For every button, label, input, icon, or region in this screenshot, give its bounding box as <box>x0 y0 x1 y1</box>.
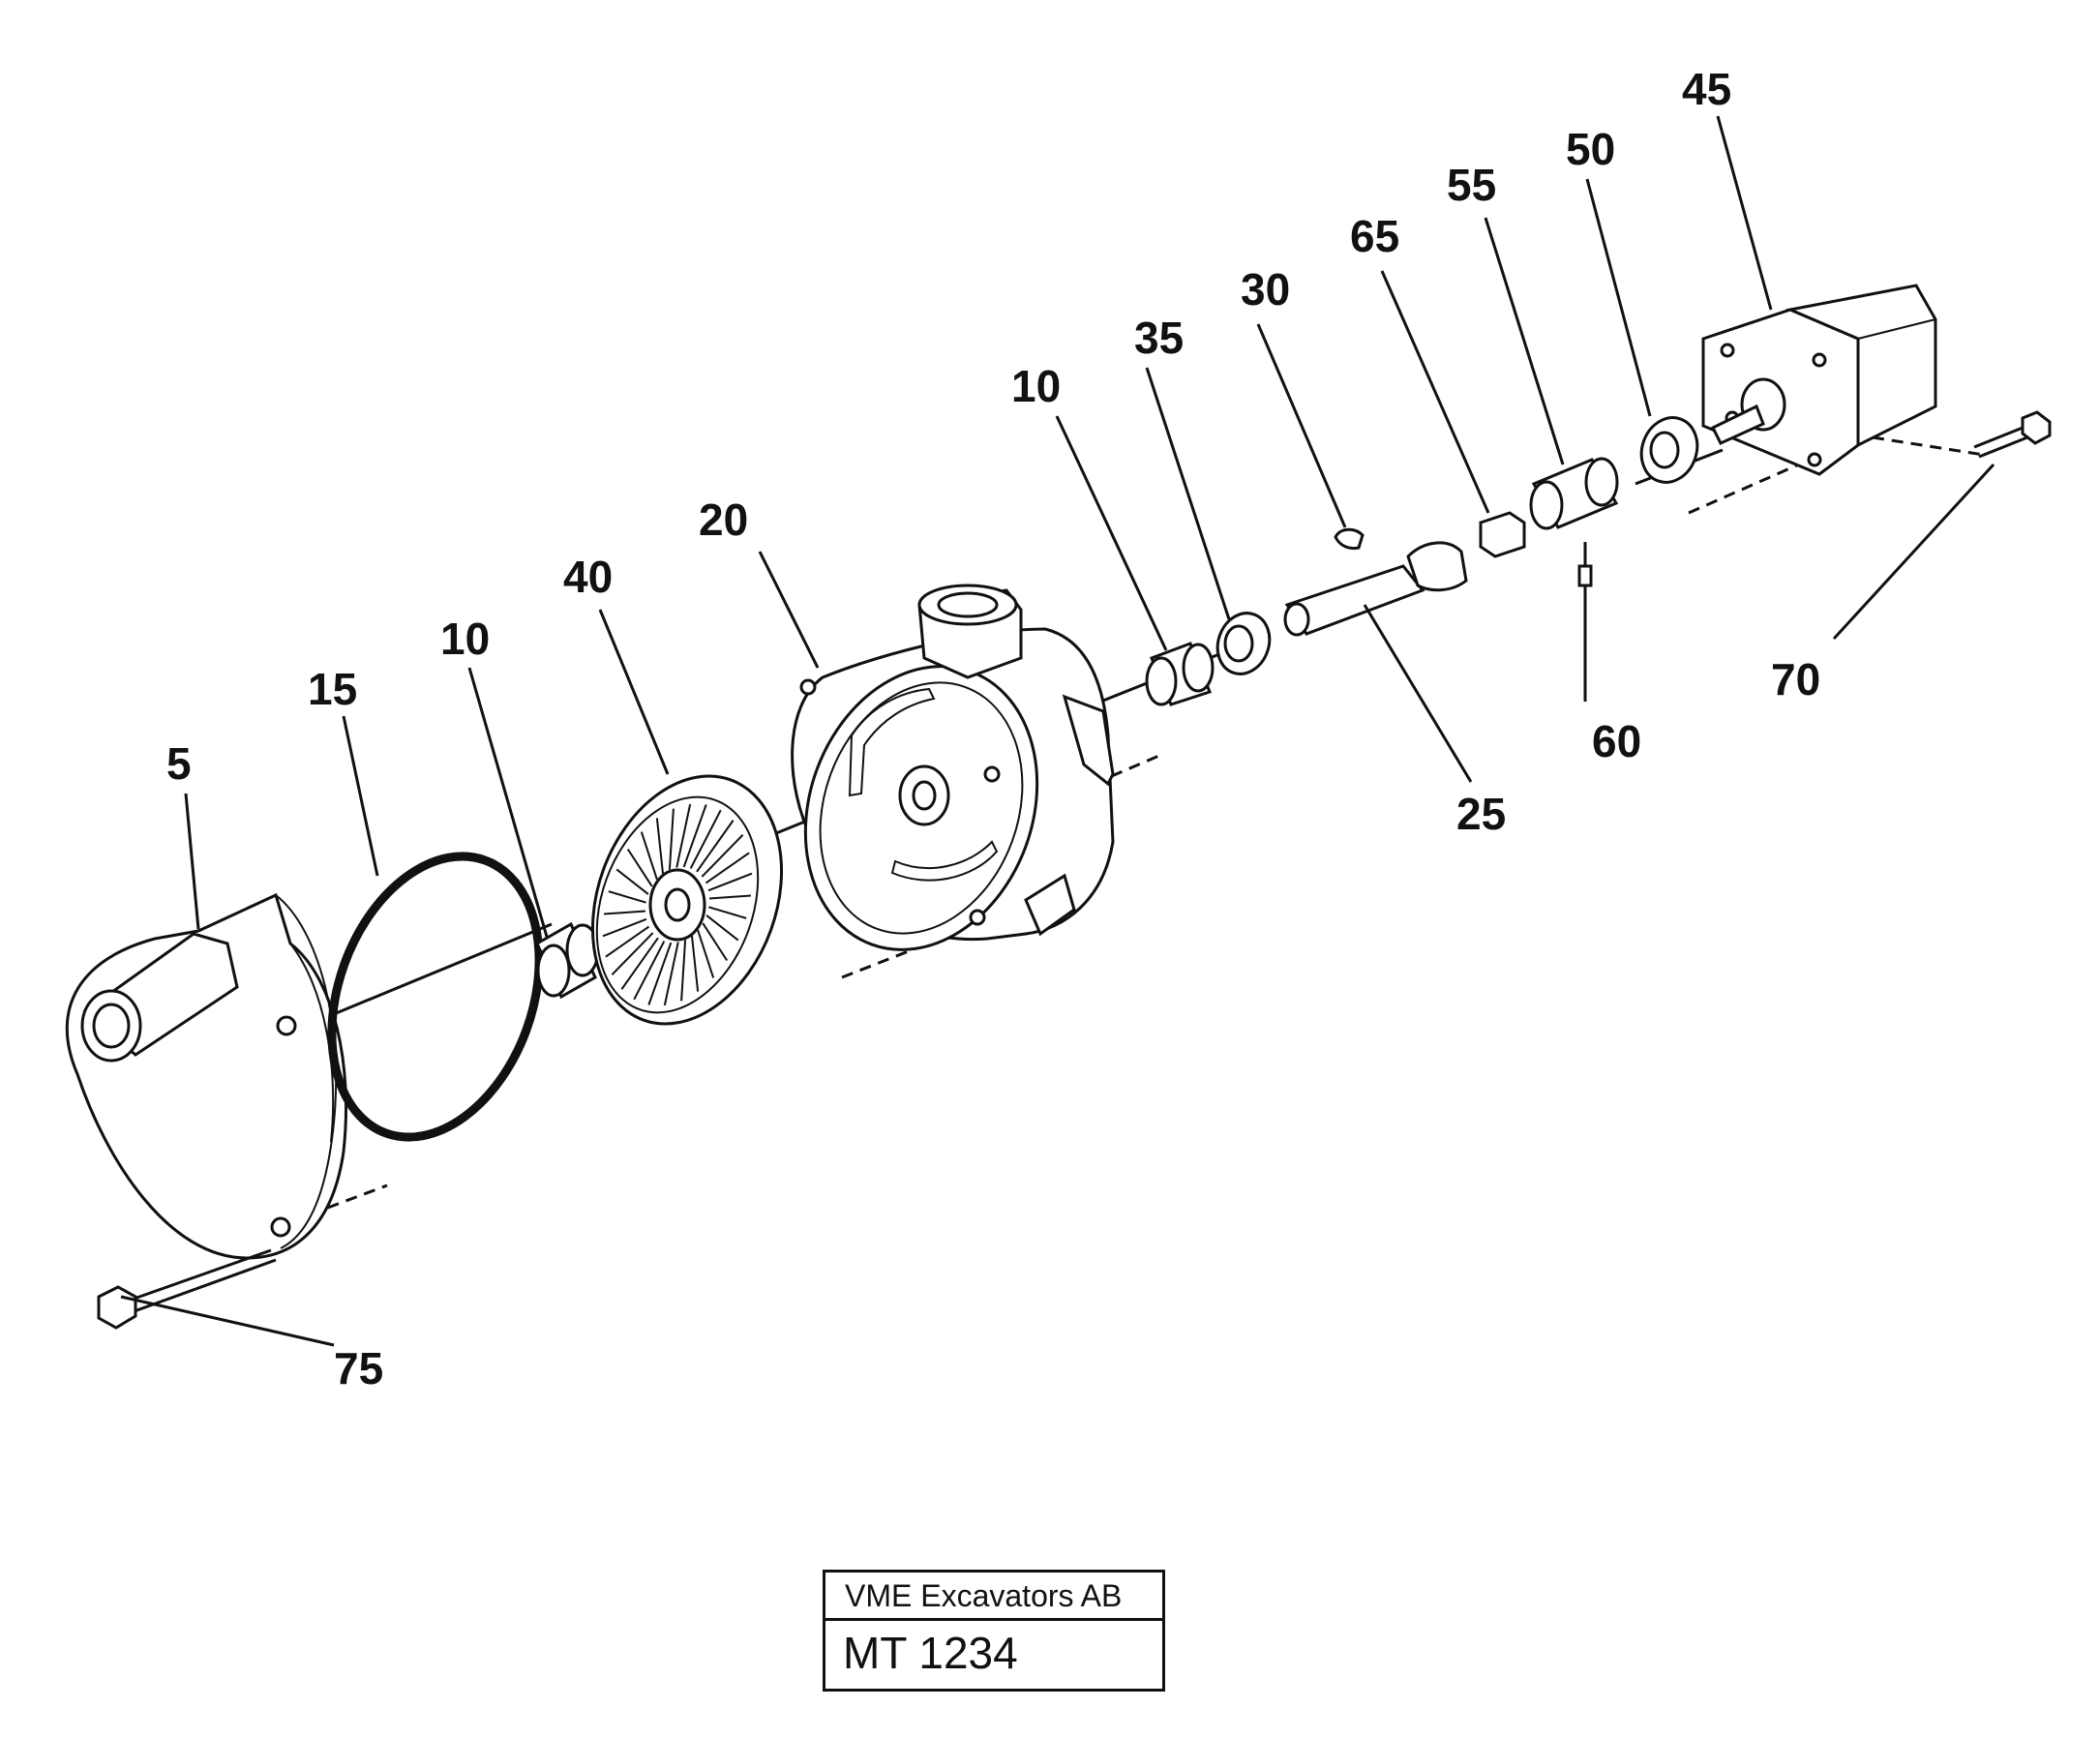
part-20-pump-housing <box>791 584 1115 951</box>
impeller-blade <box>605 925 650 958</box>
callout-70: 70 <box>1771 654 1820 704</box>
part-75-bolt <box>97 1248 277 1330</box>
part-45-motor <box>1701 284 1937 476</box>
impeller-blade <box>682 804 707 868</box>
callout-65: 65 <box>1350 211 1399 261</box>
part-10-bushing-front <box>535 921 600 1000</box>
callout-60: 60 <box>1592 716 1641 766</box>
impeller-blade <box>707 872 753 892</box>
impeller-blade <box>705 914 739 942</box>
part-55-coupling <box>1529 457 1619 530</box>
part-5-pump-cover <box>65 892 347 1260</box>
leader-lines <box>120 115 1995 1347</box>
impeller-blade <box>705 852 750 884</box>
impeller-blade <box>702 922 729 962</box>
callout-10-front: 10 <box>440 614 490 664</box>
impeller-blade <box>633 941 666 1001</box>
part-40-impeller <box>590 774 784 1026</box>
impeller-blade <box>611 932 654 975</box>
impeller-blade <box>708 894 751 900</box>
callout-40: 40 <box>563 552 613 602</box>
impeller-blade <box>708 906 747 919</box>
impeller-blade <box>615 868 649 895</box>
callout-75: 75 <box>334 1343 383 1393</box>
impeller-blade <box>640 831 658 881</box>
title-block: VME Excavators AB MT 1234 <box>823 1570 1165 1692</box>
callout-labels: 5 15 10 40 20 10 35 30 65 55 50 45 70 60… <box>166 64 1820 1393</box>
impeller-blade <box>668 808 675 870</box>
part-15-o-ring <box>327 852 544 1142</box>
impeller-blade <box>697 929 715 978</box>
impeller-blade <box>675 803 692 868</box>
callout-35: 35 <box>1134 313 1184 363</box>
callout-45: 45 <box>1682 64 1731 114</box>
part-60-screw <box>1577 542 1593 702</box>
impeller-blade <box>696 820 735 873</box>
impeller-blade <box>689 809 722 869</box>
company-name: VME Excavators AB <box>825 1573 1162 1621</box>
part-25-shaft <box>1283 541 1468 637</box>
callout-55: 55 <box>1447 160 1496 210</box>
assembly-axis <box>309 435 1985 1216</box>
impeller-blade <box>680 940 687 1002</box>
callout-10-rear: 10 <box>1011 361 1061 411</box>
callout-20: 20 <box>699 494 748 545</box>
part-30-key <box>1334 527 1365 551</box>
impeller-blade <box>655 818 665 875</box>
callout-30: 30 <box>1241 264 1290 315</box>
callout-50: 50 <box>1566 124 1615 174</box>
part-65-block <box>1479 511 1526 558</box>
impeller-blade <box>663 942 679 1006</box>
part-70-bolt <box>1973 410 2052 459</box>
impeller-blade <box>602 917 647 938</box>
part-10-bushing-rear <box>1145 642 1215 706</box>
callout-15: 15 <box>308 664 357 714</box>
impeller-blade <box>647 942 673 1005</box>
impeller-blade <box>626 848 653 887</box>
impeller-blade <box>690 935 700 992</box>
impeller-blade <box>604 910 646 915</box>
callout-25: 25 <box>1456 789 1506 839</box>
callout-5: 5 <box>166 738 192 789</box>
impeller-blade <box>620 937 659 990</box>
impeller-blade <box>608 890 646 904</box>
impeller-blades <box>602 803 753 1006</box>
drawing-number: MT 1234 <box>843 1628 1018 1678</box>
impeller-blade <box>701 834 744 878</box>
part-35-seal <box>1215 612 1272 675</box>
part-50-seal <box>1639 416 1699 484</box>
